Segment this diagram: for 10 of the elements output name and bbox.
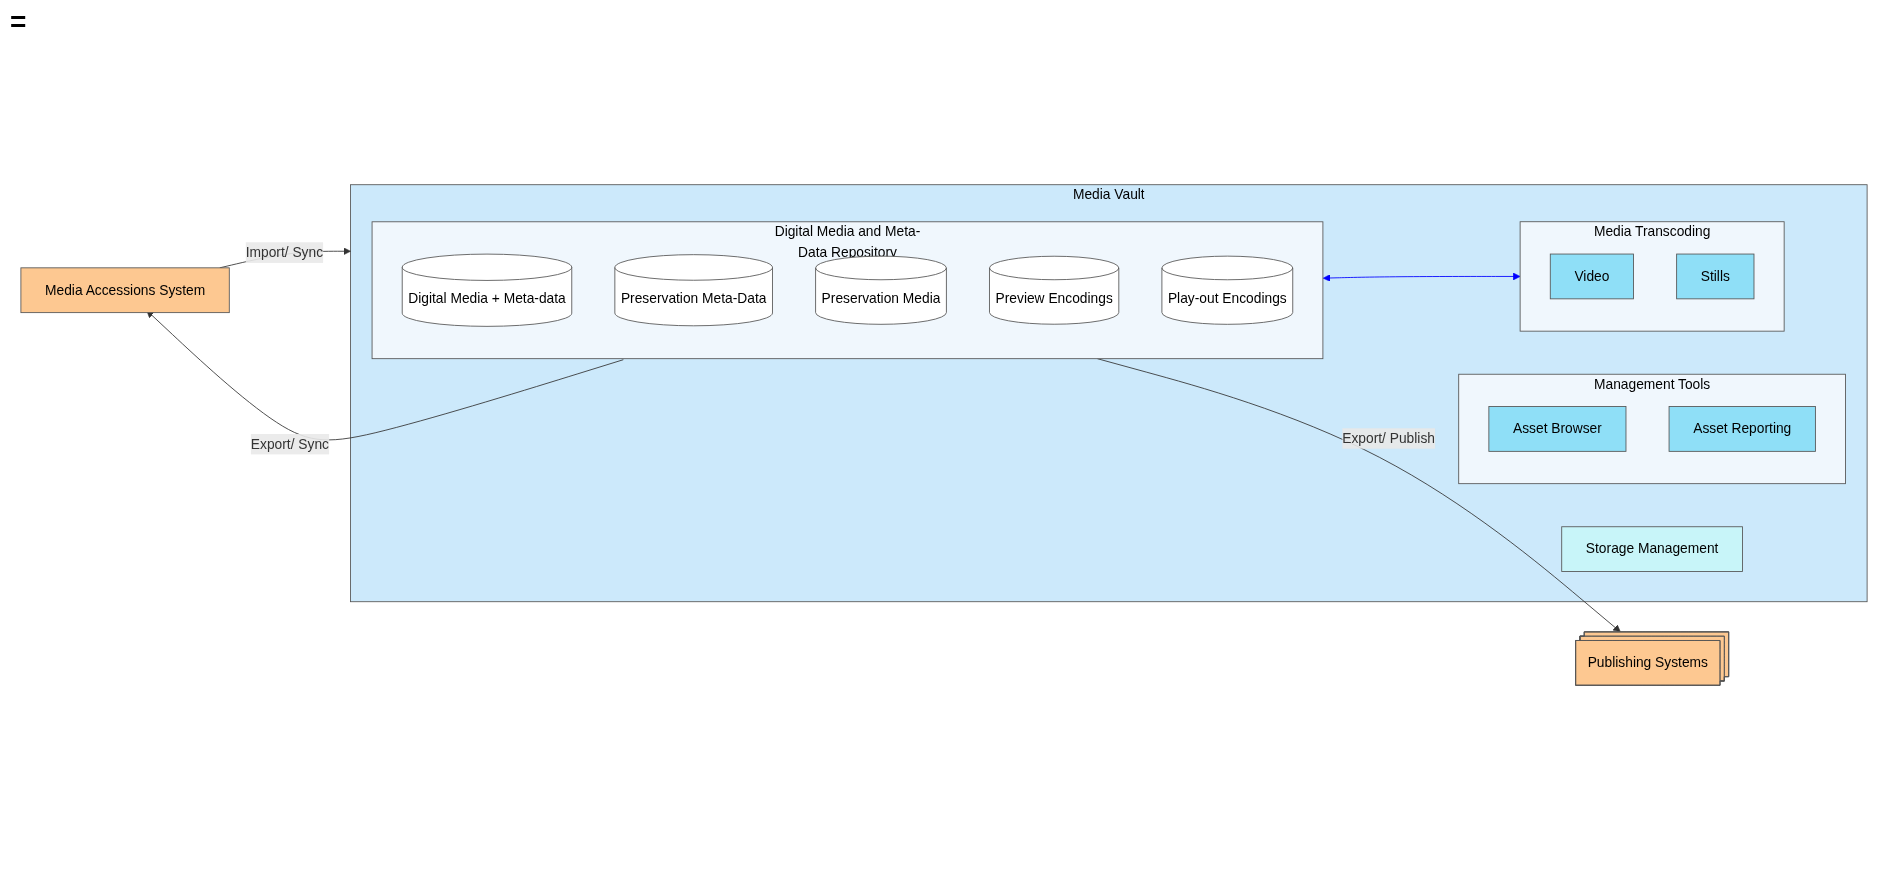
node-box: Media Accessions System: [20, 267, 230, 314]
node-box: Video: [1549, 253, 1634, 300]
node-box: Asset Browser: [1488, 406, 1627, 452]
equals-sign: =: [10, 6, 27, 38]
node-box: Storage Management: [1561, 526, 1743, 572]
node-box: Asset Reporting: [1668, 406, 1816, 452]
edge-label: Export/ Publish: [1342, 430, 1435, 446]
node-box: Stills: [1676, 253, 1755, 300]
edge-label: Import/ Sync: [245, 244, 324, 260]
edge-label: Export/ Sync: [250, 436, 329, 452]
